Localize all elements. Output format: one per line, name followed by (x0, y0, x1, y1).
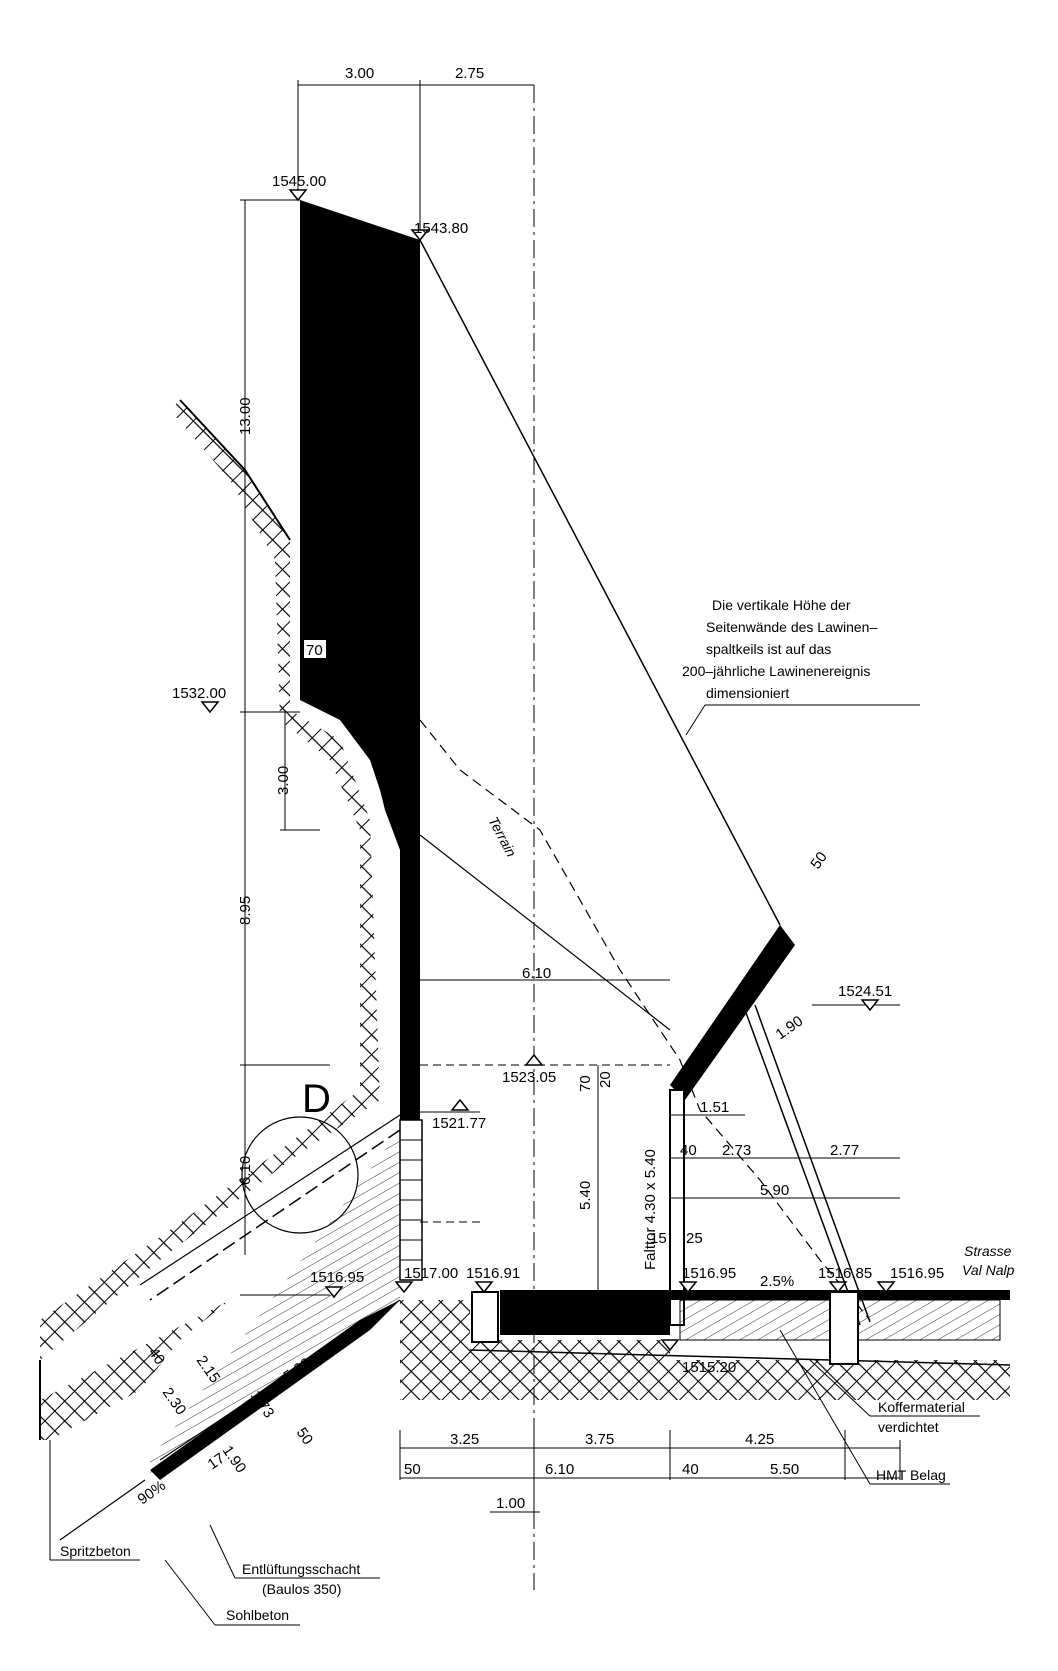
dim-thick-70: 70 (306, 642, 323, 659)
dim-bot-100: 1.00 (496, 1495, 525, 1512)
note-line-1: Die vertikale Höhe der (712, 597, 851, 613)
elev-1545: 1545.00 (272, 173, 326, 190)
dim-bot-50: 50 (404, 1461, 421, 1478)
dim-h-8: 8 (577, 1292, 594, 1300)
dim-v-610: 6.10 (237, 1156, 254, 1185)
dim-50-upper: 50 (404, 965, 421, 982)
dim-151: 1.51 (700, 1099, 729, 1116)
dim-bot-610: 6.10 (545, 1461, 574, 1478)
dim-top-b: 2.75 (455, 65, 484, 82)
gate-label: Falttor 4.30 x 5.40 (642, 1149, 659, 1270)
gate-post (669, 1089, 685, 1326)
elev-1517: 1517.00 (404, 1265, 458, 1282)
entl-label-2: (Baulos 350) (262, 1581, 341, 1597)
elev-1516-95-mid: 1516.95 (682, 1265, 736, 1282)
roof-slab (670, 925, 795, 1100)
wedge-roof-line (419, 239, 781, 926)
elev-1516-95-right: 1516.95 (890, 1265, 944, 1282)
elev-1516-91: 1516.91 (466, 1265, 520, 1282)
wedge-inner-line (419, 834, 671, 1031)
dim-v-3: 3.00 (275, 766, 292, 795)
detail-label: D (302, 1077, 331, 1121)
dim-190: 1.90 (773, 1013, 807, 1044)
drain-right (829, 1291, 859, 1365)
dim-incl-90: 90% (135, 1477, 169, 1508)
elev-1516-95-left: 1516.95 (310, 1269, 364, 1286)
inclined-section (59, 1114, 401, 1541)
detail-circle (241, 1116, 359, 1234)
elev-1532: 1532.00 (172, 685, 226, 702)
dim-bot-425: 4.25 (745, 1431, 774, 1448)
dim-incl-17: 17 (205, 1450, 228, 1473)
dim-h-540: 5.40 (577, 1181, 594, 1210)
wall-block-joints (400, 1139, 422, 1261)
dim-bot-325: 3.25 (450, 1431, 479, 1448)
terrain-label: Terrain (485, 814, 519, 860)
dim-incl-230: 2.30 (159, 1385, 190, 1419)
koffer-label-2: verdichtet (878, 1419, 939, 1435)
entl-label-1: Entlüftungsschacht (242, 1561, 360, 1577)
road-label-2: Val Nalp (962, 1262, 1015, 1278)
dim-incl-40: 40 (145, 1345, 168, 1368)
note-line-3: spaltkeils ist auf das (706, 641, 831, 657)
dim-h-20: 20 (597, 1071, 614, 1088)
spritz-label: Spritzbeton (60, 1543, 131, 1559)
note-line-4: 200–jährliche Lawinenereignis (682, 663, 870, 679)
note-line-2: Seitenwände des Lawinen– (706, 619, 877, 635)
elev-1524: 1524.51 (838, 983, 892, 1000)
dim-bot-550: 5.50 (770, 1461, 799, 1478)
leader-lines (49, 1329, 980, 1626)
strut-a (744, 1009, 861, 1326)
thick-70-box (304, 640, 326, 658)
elev-1515: 1515.20 (682, 1359, 736, 1376)
slope-pct: 2.5% (760, 1273, 794, 1290)
dimension-lines (240, 80, 901, 1520)
dim-610-upper: 6.10 (522, 965, 551, 982)
strut-b (754, 1004, 871, 1323)
dim-h-15: 15 (650, 1230, 667, 1247)
dim-590: 5.90 (760, 1182, 789, 1199)
foundation-hatch (400, 1300, 1010, 1400)
elev-1523: 1523.05 (502, 1069, 556, 1086)
base-slab (410, 1290, 670, 1335)
elev-1521: 1521.77 (432, 1115, 486, 1132)
dim-top-a: 3.00 (345, 65, 374, 82)
dim-v-13: 13.00 (237, 397, 254, 435)
drain-left (471, 1291, 499, 1343)
dim-v-895: 8.95 (237, 896, 254, 925)
hmt-label: HMT Belag (876, 1467, 946, 1483)
dim-bot-40: 40 (682, 1461, 699, 1478)
main-wall (300, 200, 420, 1120)
dim-h-25: 25 (686, 1230, 703, 1247)
dim-273: 2.73 (722, 1142, 751, 1159)
sohl-label: Sohlbeton (226, 1607, 289, 1623)
elevation-markers (200, 189, 896, 1352)
note-line-5: dimensioniert (706, 685, 789, 701)
terrain-line (419, 719, 871, 1321)
dim-h-70: 70 (577, 1075, 594, 1092)
dim-50-roof: 50 (807, 849, 830, 872)
dim-277: 2.77 (830, 1142, 859, 1159)
dim-bot-375: 3.75 (585, 1431, 614, 1448)
dim-40: 40 (680, 1142, 697, 1159)
koffer-label-1: Koffermaterial (878, 1399, 965, 1415)
elev-1516-85: 1516.85 (818, 1265, 872, 1282)
design-note: Die vertikale Höhe der Seitenwände des L… (682, 597, 920, 736)
elev-1543: 1543.80 (414, 220, 468, 237)
road-label-1: Strasse (964, 1243, 1012, 1259)
dim-incl-50: 50 (293, 1425, 316, 1448)
